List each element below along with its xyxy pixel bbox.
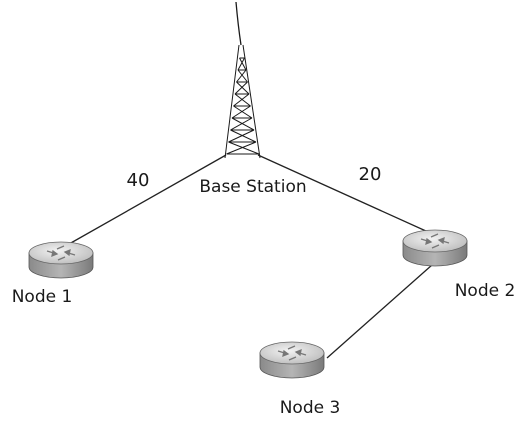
node3-label: Node 3 (280, 398, 341, 418)
node2-label: Node 2 (455, 281, 516, 301)
link-base-node1 (61, 154, 227, 249)
cell-tower-icon (224, 1, 261, 159)
node1-router-icon (28, 241, 94, 279)
node2-router-icon (402, 229, 468, 267)
link-node2-node3 (326, 264, 433, 359)
link-base-node2 (257, 154, 438, 237)
node1-label: Node 1 (12, 287, 73, 307)
node3-router-icon (259, 341, 325, 379)
link-label-node2: 20 (359, 164, 382, 185)
link-label-node1: 40 (127, 170, 150, 191)
base-station-label: Base Station (199, 177, 306, 197)
